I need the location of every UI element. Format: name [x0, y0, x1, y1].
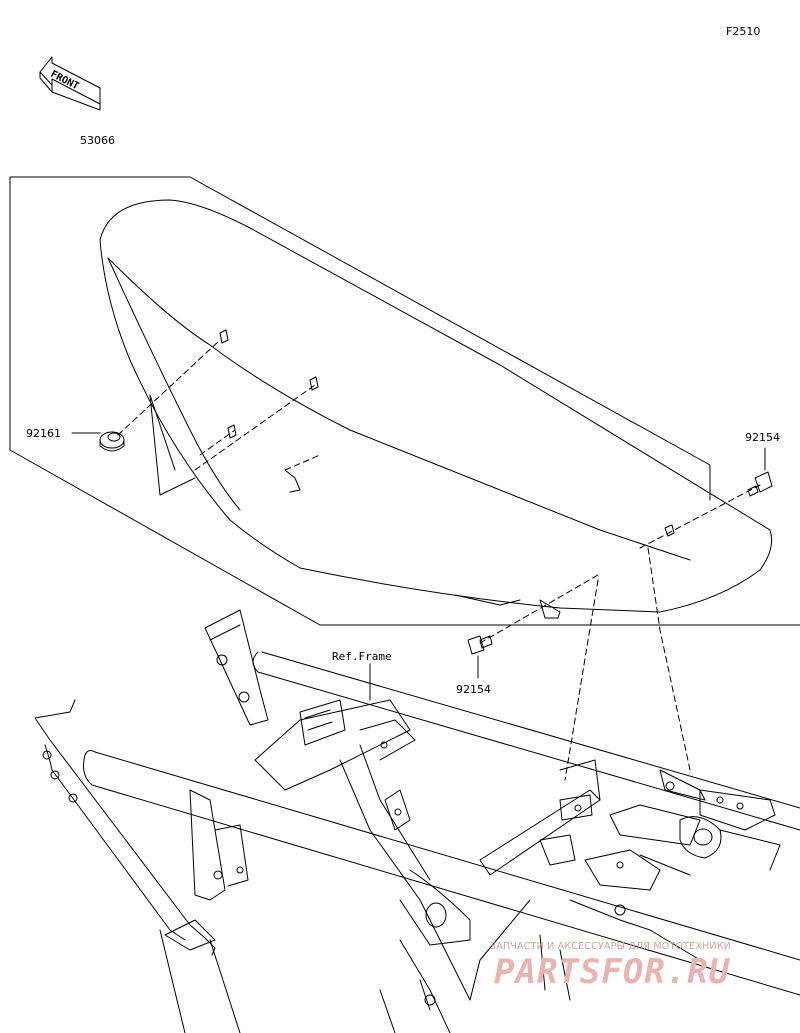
reference-frame-label: Ref.Frame [332, 650, 392, 663]
seat-contour [107, 257, 691, 561]
figure-code: F2510 [726, 25, 761, 38]
part-number-seat-band-pad[interactable]: 92161 [26, 427, 61, 440]
bolt-right-part [747, 471, 773, 497]
seat-pan [149, 394, 521, 606]
part-number-bolt-bottom[interactable]: 92154 [456, 683, 491, 696]
watermark-brand: PARTSFOR.RU [494, 952, 731, 992]
seat-assembly-frame [9, 176, 800, 626]
part-number-bolt-right[interactable]: 92154 [745, 431, 780, 444]
front-arrow-icon: FRONT [39, 56, 101, 111]
band-pad-part [99, 431, 125, 452]
reference-frame [34, 609, 800, 1033]
bolt-bottom-part [467, 635, 493, 655]
watermark-tagline: ЗАПЧАСТИ И АКСЕССУАРЫ ДЛЯ МОТОТЕХНИКИ [490, 941, 731, 952]
part-number-seat-assembly[interactable]: 53066 [80, 134, 115, 147]
seat-outline [99, 199, 773, 613]
